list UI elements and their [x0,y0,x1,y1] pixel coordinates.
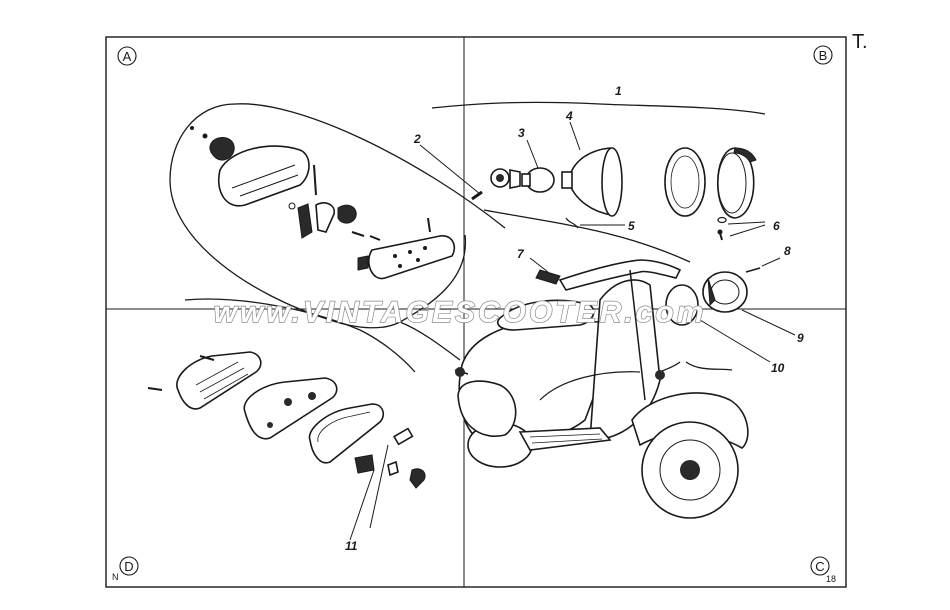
headlamp-rim [717,147,757,219]
leader-lines [349,121,796,541]
headlamp-parts [431,101,766,263]
scooter-outline [454,259,749,519]
bulb-holder [490,168,521,189]
svg-text:B: B [819,48,828,63]
quadrant-marker-d: D [119,556,139,576]
page-number: 18 [826,574,836,584]
tail-lamp-parts [147,298,426,529]
headlamp-bulb [521,167,555,193]
callout-11: 11 [345,539,358,553]
callout-5: 5 [628,219,635,233]
spring-part [471,190,483,201]
callout-9: 9 [797,331,804,345]
switch-levers [288,164,357,239]
switch-cover [218,145,310,207]
corner-mark: N [112,572,119,582]
callout-6: 6 [773,219,780,233]
quadrant-marker-b: B [813,45,833,65]
callout-4: 4 [565,109,573,123]
headlamp-reflector [561,147,623,217]
callout-10: 10 [771,361,785,375]
svg-text:C: C [815,559,824,574]
diagram-frame [105,36,847,588]
tail-lamp-gasket [308,403,385,464]
headlamp-lens [664,147,706,217]
switch-cap [190,126,235,161]
horn-assembly [665,267,761,326]
callout-1: 1 [615,84,622,98]
callout-7: 7 [517,247,525,261]
svg-text:A: A [123,49,132,64]
switch-assembly-bubble [169,103,506,361]
callout-3: 3 [518,126,525,140]
tail-lamp-lens [147,351,262,410]
switch-base [351,217,456,280]
watermark-text: www.VINTAGESCOOTER.com [214,296,707,329]
rim-screws [717,216,727,241]
callout-2: 2 [413,132,421,146]
svg-text:D: D [124,559,133,574]
tail-lamp-housing [243,377,338,440]
horn-gasket [665,284,699,326]
quadrant-marker-c: C [810,556,830,576]
callout-8: 8 [784,244,791,258]
tail-lamp-bulb [354,427,426,529]
quadrant-marker-a: A [117,46,137,66]
side-mark: T. [852,31,868,53]
